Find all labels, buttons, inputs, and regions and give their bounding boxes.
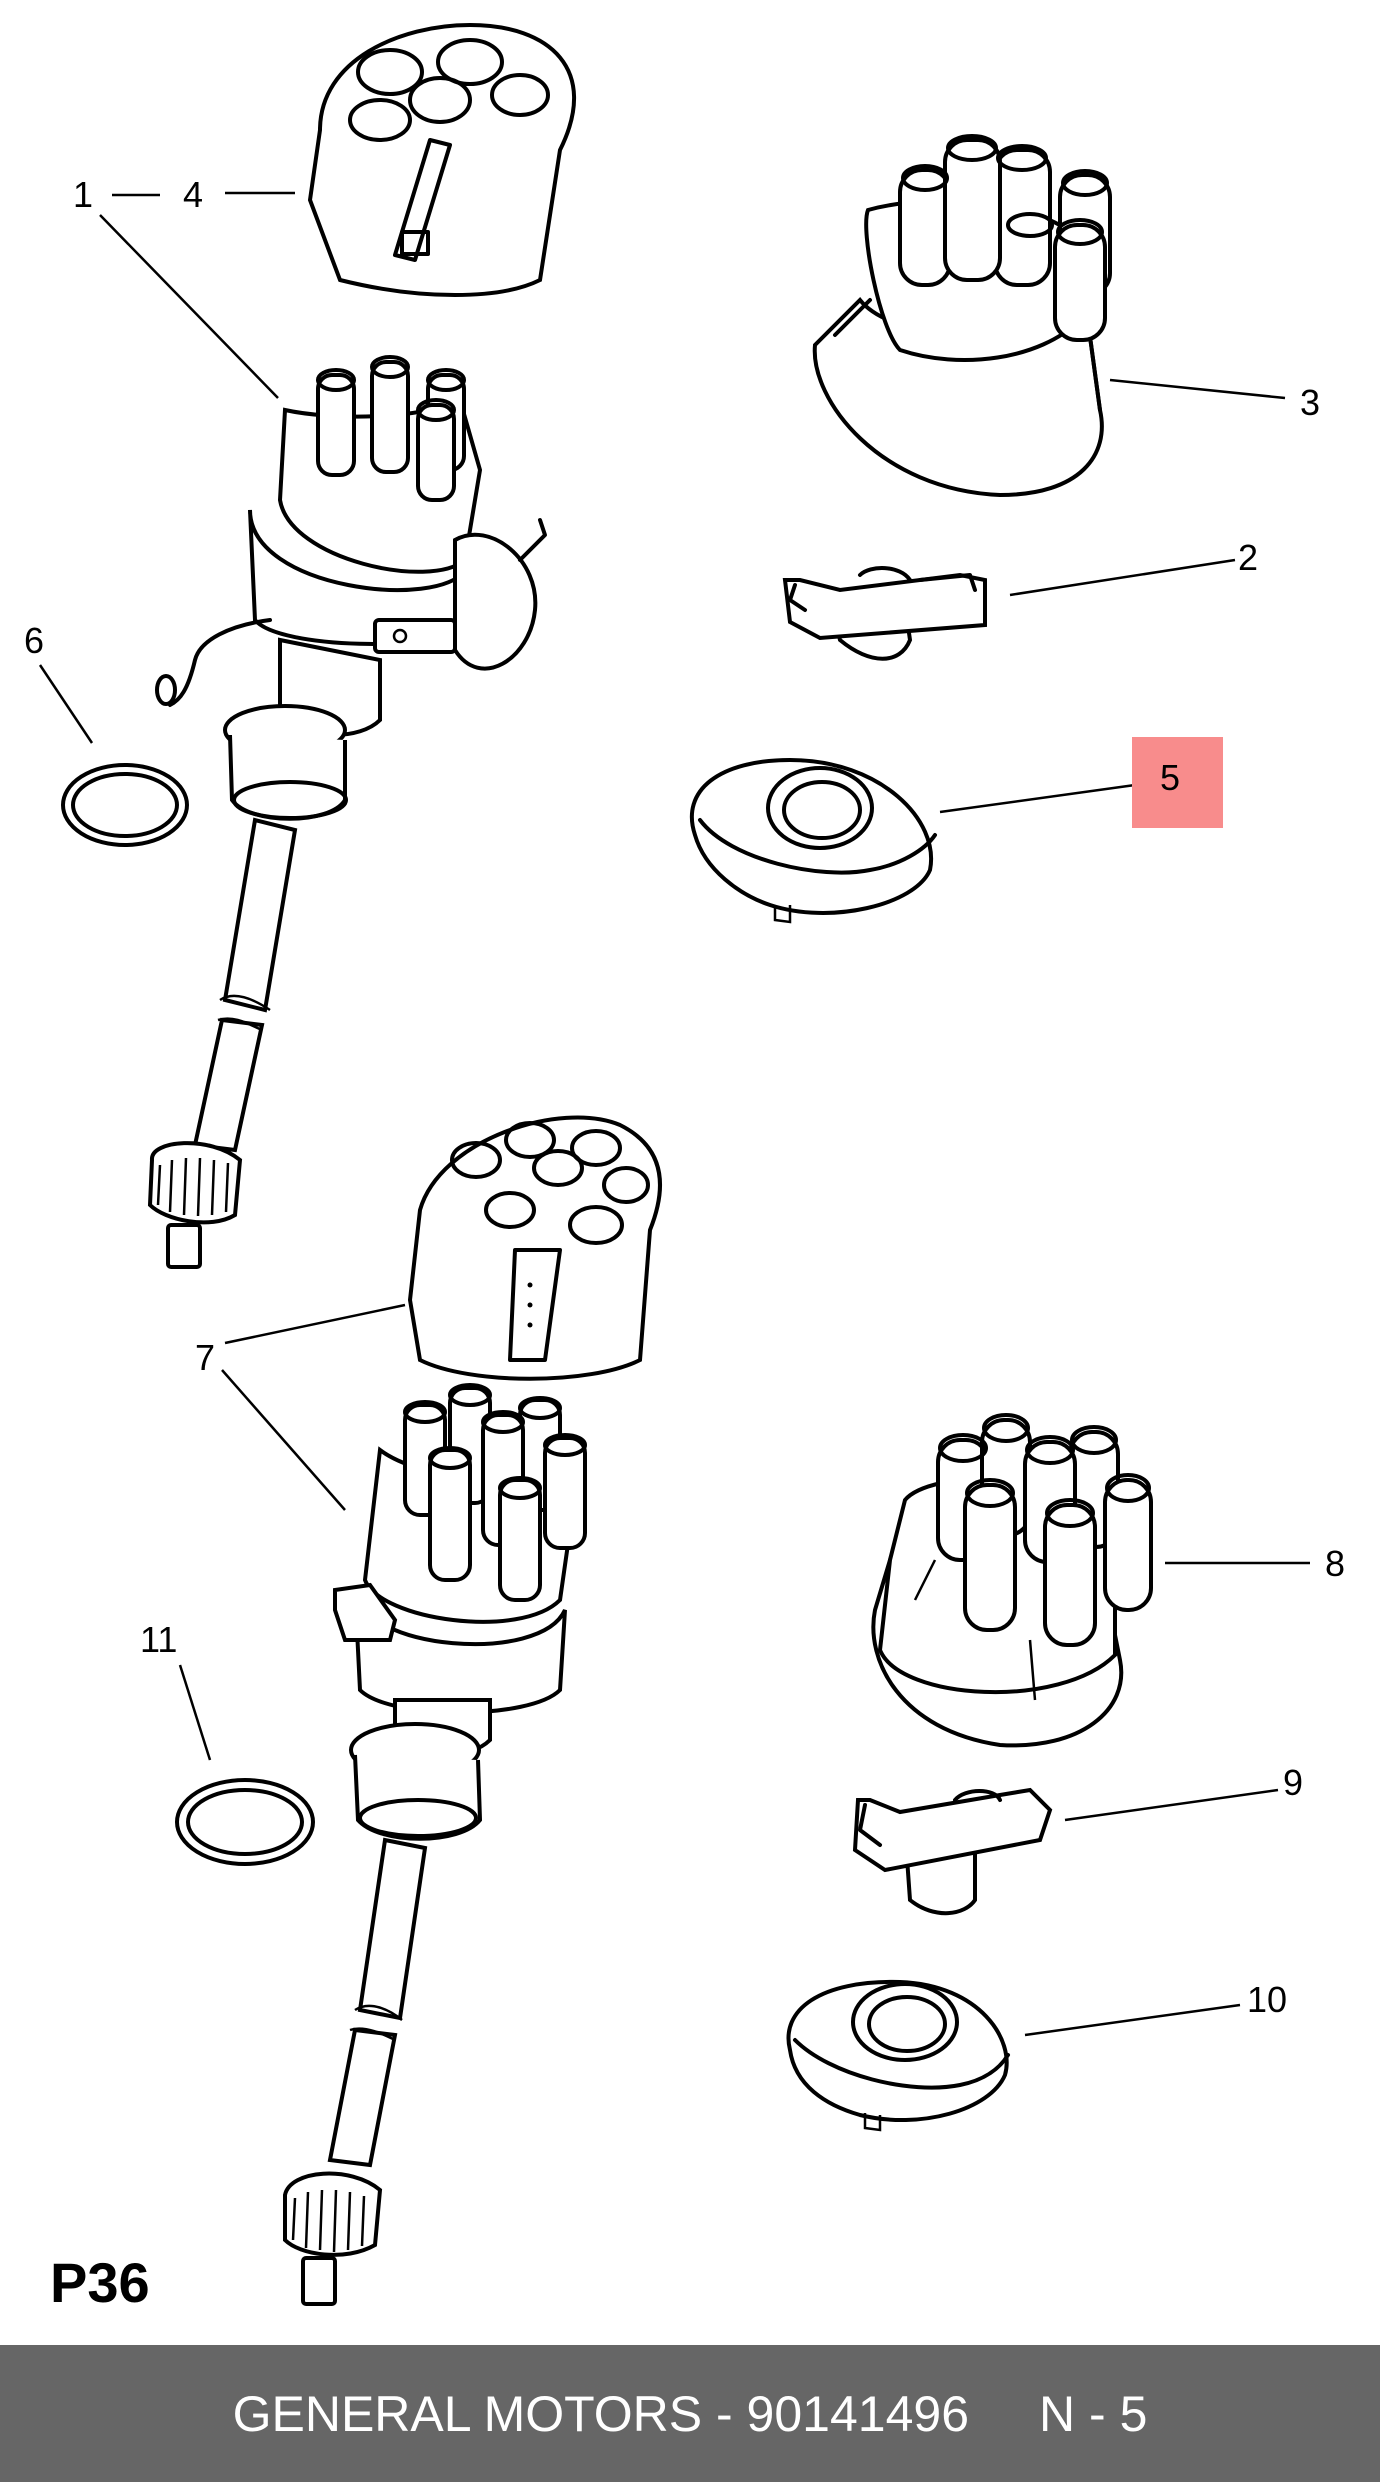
callout-10: 10: [1247, 1979, 1287, 2020]
footer-reference: N - 5: [1039, 2385, 1148, 2442]
footer-bar: GENERAL MOTORS - 90141496 N - 5: [0, 2345, 1380, 2482]
callout-4: 4: [183, 174, 203, 215]
distributor-assembly-part-1: [147, 355, 547, 1269]
o-ring-part-6: [61, 763, 189, 847]
footer-part-number: GENERAL MOTORS - 90141496: [232, 2385, 970, 2442]
callout-3: 3: [1300, 382, 1320, 423]
dust-shield-part-10: [786, 1979, 1010, 2132]
dust-shield-part-5: [689, 757, 937, 924]
callout-7: 7: [195, 1337, 215, 1378]
page-code: P36: [50, 2251, 150, 2314]
parts-diagram: 1 4 3 2 6 5 7 8 11 9 10: [24, 22, 1345, 2306]
distributor-cap-part-3: [812, 134, 1112, 498]
callout-highlight: [1132, 737, 1223, 828]
leader-lines: [38, 191, 1310, 2037]
callout-labels: 1 4 3 2 6 5 7 8 11 9 10: [24, 174, 1345, 2020]
distributor-assembly-part-7: [283, 1383, 587, 2306]
callout-1: 1: [73, 174, 93, 215]
callout-8: 8: [1325, 1543, 1345, 1584]
callout-9: 9: [1283, 1762, 1303, 1803]
rotor-part-9: [852, 1787, 1053, 1916]
callout-6: 6: [24, 620, 44, 661]
rotor-part-2: [782, 566, 987, 661]
callout-11: 11: [140, 1619, 177, 1660]
distributor-cap-part-8: [871, 1413, 1153, 1748]
callout-2: 2: [1238, 537, 1258, 578]
o-ring-part-11: [175, 1778, 315, 1866]
distributor-cap-part-4: [307, 22, 577, 297]
callout-5: 5: [1160, 757, 1180, 798]
distributor-cap-part-7: [407, 1115, 662, 1381]
